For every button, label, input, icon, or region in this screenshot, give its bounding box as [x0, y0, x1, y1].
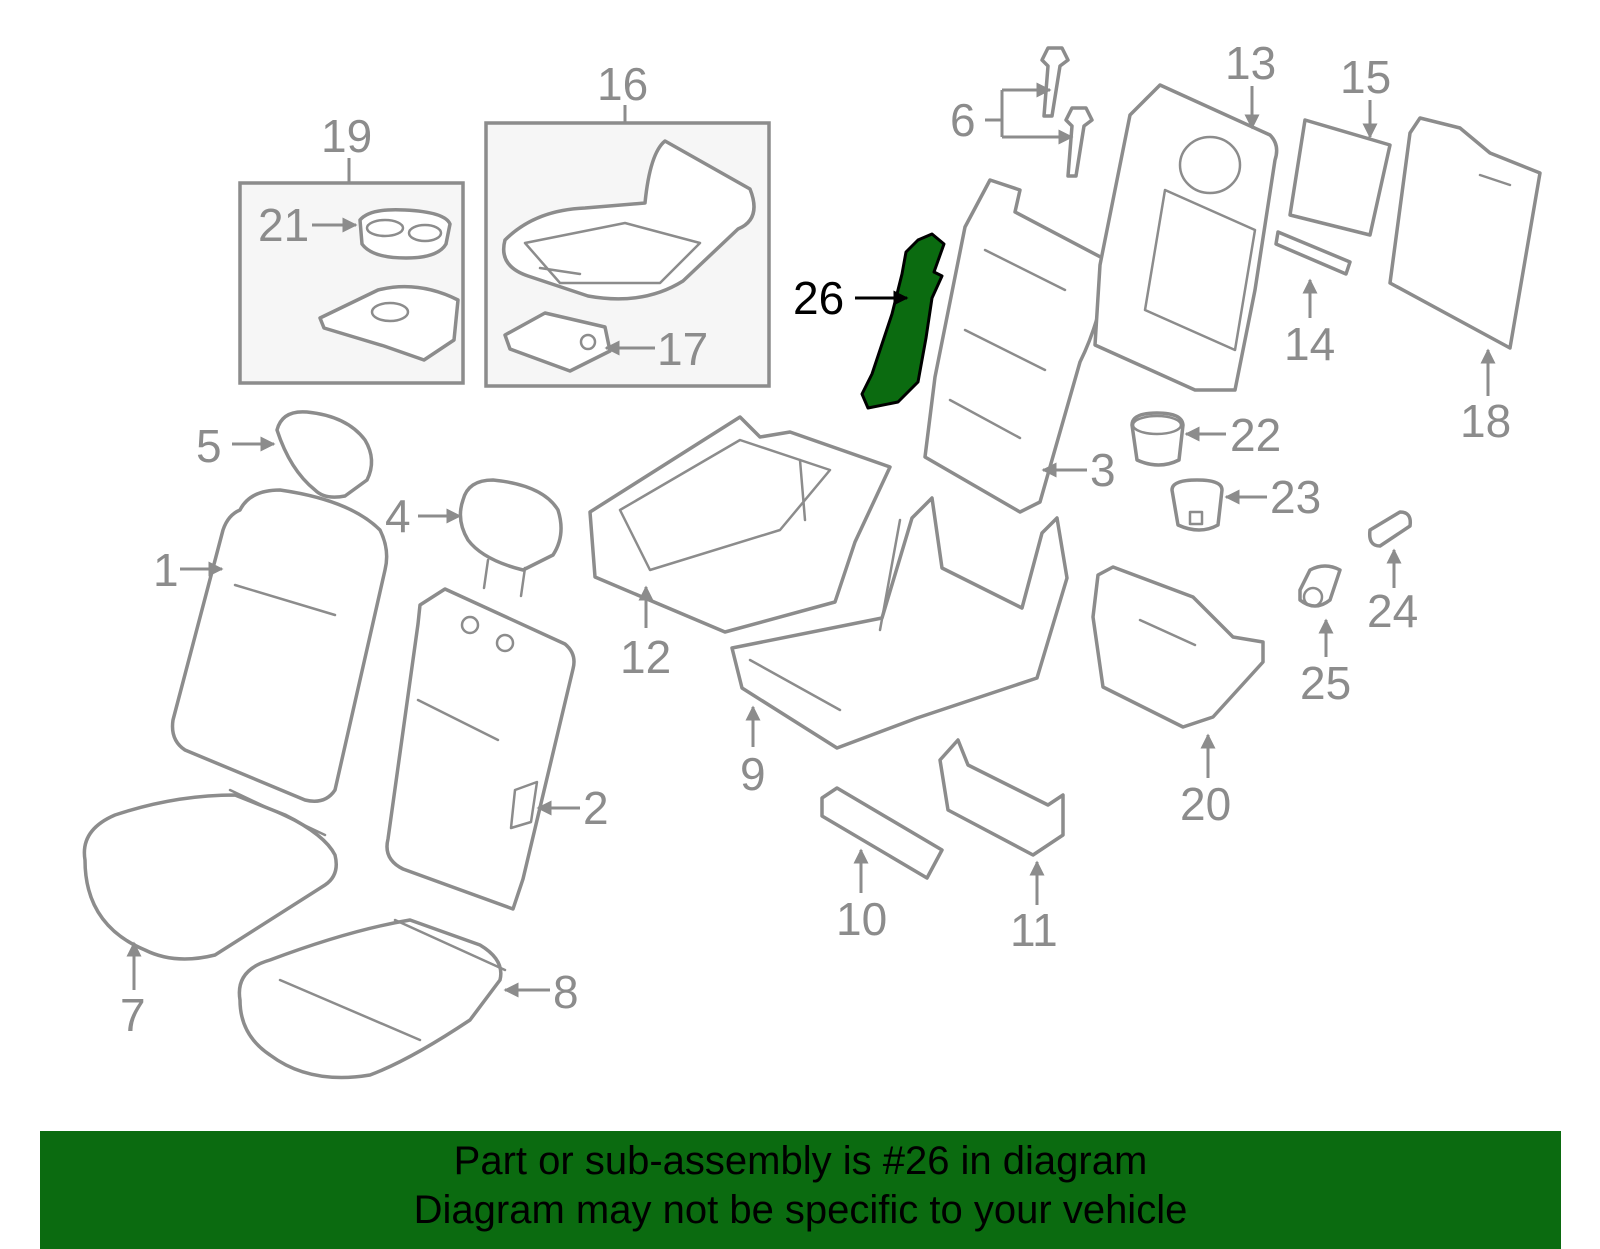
label-9: 9: [740, 748, 766, 800]
label-13: 13: [1225, 37, 1276, 89]
part-5-headrest: [275, 410, 374, 499]
label-26: 26: [793, 272, 844, 324]
parts-diagram: 19 21 16 17 5 1 4 2: [82, 37, 1542, 1080]
part-26-bracket: [860, 232, 946, 410]
banner-line-2: Diagram may not be specific to your vehi…: [413, 1188, 1188, 1232]
part-10-bracket: [820, 786, 944, 880]
label-20: 20: [1180, 778, 1231, 830]
label-18: 18: [1460, 395, 1511, 447]
label-25: 25: [1300, 657, 1351, 709]
part-21-cupholder: [318, 207, 460, 362]
part-4-headrest: [458, 478, 563, 598]
part-3-frame: [923, 178, 1112, 514]
label-21: 21: [258, 199, 309, 251]
part-15-panel: [1288, 118, 1392, 237]
label-14: 14: [1284, 318, 1335, 370]
label-4: 4: [385, 490, 411, 542]
label-19: 19: [321, 110, 372, 162]
label-10: 10: [836, 893, 887, 945]
part-20-storage-bin: [1091, 565, 1265, 729]
part-12-console-tray: [588, 415, 892, 634]
part-13-back-cover: [1093, 83, 1279, 392]
label-5: 5: [196, 420, 222, 472]
info-banner: Part or sub-assembly is #26 in diagram D…: [40, 1131, 1561, 1249]
label-3: 3: [1090, 444, 1116, 496]
label-16: 16: [597, 58, 648, 110]
part-24-plug: [1367, 510, 1413, 548]
label-1: 1: [153, 544, 179, 596]
label-12: 12: [620, 631, 671, 683]
label-24: 24: [1367, 585, 1418, 637]
label-22: 22: [1230, 409, 1281, 461]
part-14-trim-strip: [1274, 230, 1352, 276]
part-9-console-frame: [730, 496, 1069, 750]
part-22-cup: [1130, 411, 1185, 467]
label-7: 7: [120, 989, 146, 1041]
label-2: 2: [583, 782, 609, 834]
banner-line-1: Part or sub-assembly is #26 in diagram: [453, 1139, 1148, 1183]
part-2-back-panel: [385, 587, 576, 911]
part-25-socket: [1298, 564, 1342, 608]
part-6-pins: [1040, 46, 1094, 178]
part-8-cushion-cover: [237, 918, 507, 1080]
label-8: 8: [553, 966, 579, 1018]
label-23: 23: [1270, 471, 1321, 523]
part-11-bracket: [938, 738, 1065, 857]
part-16-armrest-lid: [502, 139, 756, 301]
part-18-cover: [1388, 116, 1542, 350]
label-6: 6: [950, 94, 976, 146]
label-11: 11: [1010, 904, 1058, 956]
part-23-cup: [1170, 478, 1224, 532]
part-1-seat-back: [170, 488, 389, 803]
part-7-cushion: [82, 788, 338, 961]
label-17: 17: [657, 323, 708, 375]
label-15: 15: [1340, 51, 1391, 103]
